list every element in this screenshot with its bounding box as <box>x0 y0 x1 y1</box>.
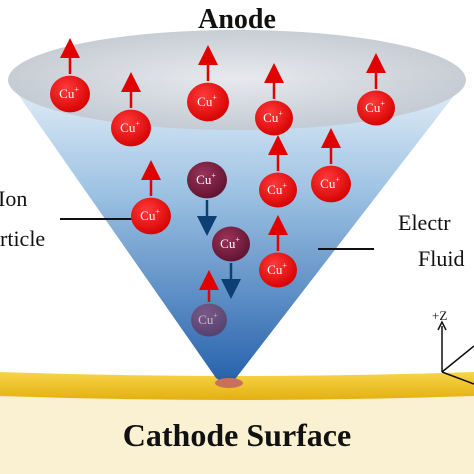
ion-sphere <box>259 172 297 208</box>
ion-sphere <box>187 161 227 199</box>
particle-label: Particle <box>0 226 45 251</box>
ion-label: Ion <box>0 186 27 211</box>
cu-ion: Cu+ <box>357 53 395 126</box>
ion-sphere <box>357 90 395 126</box>
ion-symbol: Cu+ <box>197 93 217 109</box>
cu-ion: Cu+ <box>255 63 293 136</box>
ion-symbol: Cu+ <box>320 175 340 191</box>
cu-ion: Cu+ <box>131 160 171 235</box>
ion-symbol: Cu+ <box>220 235 240 251</box>
cu-particle: Cu+ <box>191 270 227 337</box>
ion-symbol: Cu+ <box>140 207 160 223</box>
axis-indicator: +Z <box>432 308 474 385</box>
ion-symbol: Cu+ <box>120 119 140 135</box>
ion-symbol: Cu+ <box>365 99 385 115</box>
ion-sphere <box>212 226 250 262</box>
cu-ion: Cu+ <box>259 215 297 288</box>
ion-sphere <box>191 303 227 337</box>
ion-sphere <box>187 82 229 122</box>
ion-sphere <box>255 100 293 136</box>
deposit-spot <box>215 378 243 388</box>
ions-layer: Cu+ Cu+ Cu+ Cu+ Cu+ Cu+ Cu+ Cu+ Cu+ Cu+ Cu+ Cu+ <box>50 38 395 337</box>
ion-sphere <box>259 252 297 288</box>
cu-ion: Cu+ <box>311 128 351 203</box>
z-axis-label: +Z <box>432 308 447 323</box>
cu-ion: Cu+ <box>50 38 90 113</box>
cu-ion: Cu+ <box>259 135 297 208</box>
ion-symbol: Cu+ <box>59 85 79 101</box>
ion-sphere <box>131 197 171 235</box>
fluid-label: Fluid <box>418 246 464 271</box>
ion-sphere <box>111 109 151 147</box>
anode-disk <box>8 30 466 130</box>
ion-symbol: Cu+ <box>267 261 287 277</box>
cu-particle: Cu+ <box>187 161 227 236</box>
ion-sphere <box>311 165 351 203</box>
ion-symbol: Cu+ <box>267 181 287 197</box>
ion-symbol: Cu+ <box>196 171 216 187</box>
ion-sphere <box>50 75 90 113</box>
electrolyte-label: Electr <box>398 210 451 235</box>
cu-ion: Cu+ <box>111 72 151 147</box>
cathode-title: Cathode Surface <box>123 417 351 453</box>
ion-symbol: Cu+ <box>263 109 283 125</box>
cu-particle: Cu+ <box>212 226 250 299</box>
ion-symbol: Cu+ <box>198 311 218 327</box>
cu-ion: Cu+ <box>187 45 229 122</box>
cathode-base <box>0 390 474 474</box>
anode-title: Anode <box>198 4 276 35</box>
